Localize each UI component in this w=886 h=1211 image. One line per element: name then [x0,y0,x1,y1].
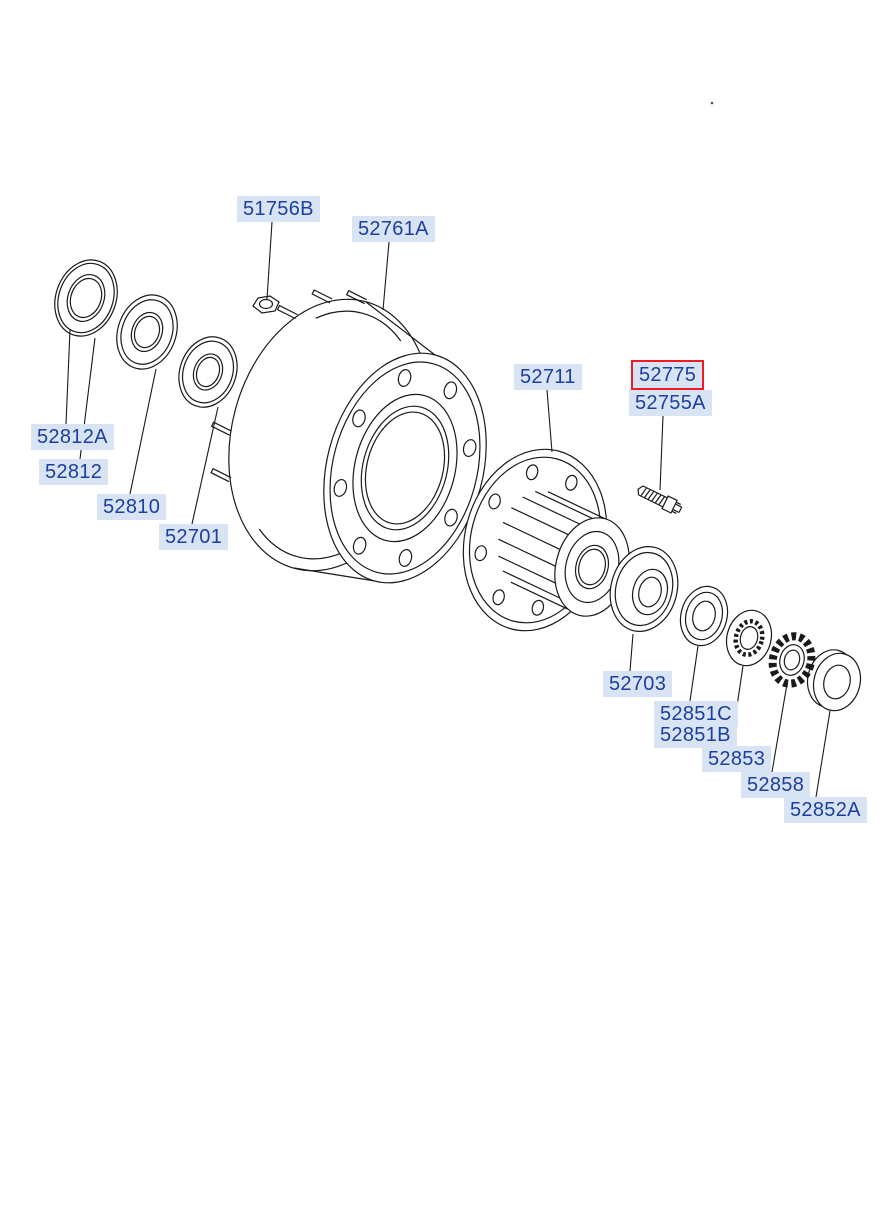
leader-52852A [815,710,831,798]
part-label-52775-selected[interactable]: 52775 [631,360,705,390]
part-label-52858[interactable]: 52858 [741,772,811,798]
leader-52701 [191,406,219,525]
seal-52851-drawing [679,585,729,647]
leader-51756B [266,221,273,300]
leader-52812A [65,329,71,425]
part-label-52810[interactable]: 52810 [97,494,167,520]
leader-52761A [382,241,390,311]
part-label-51756B[interactable]: 51756B [237,196,320,222]
part-label-52703[interactable]: 52703 [603,671,673,697]
leader-52703 [629,633,634,672]
lock-nut-52852A-drawing [806,649,862,712]
part-label-52852A[interactable]: 52852A [784,797,867,823]
leader-52851C [689,645,699,702]
leader-52711 [546,389,553,453]
part-label-52711[interactable]: 52711 [514,364,582,390]
part-label-52701[interactable]: 52701 [159,524,229,550]
hub-nut-51756B-drawing [252,295,280,314]
tooth-washer-52858-drawing [768,632,816,688]
hub-stud-52775-drawing [637,485,683,514]
part-label-52812[interactable]: 52812 [39,459,109,485]
leader-52755A [659,415,664,491]
part-label-52853[interactable]: 52853 [702,746,772,772]
part-label-52755A[interactable]: 52755A [629,390,712,416]
seal-52812-drawing [54,259,118,337]
leader-52858 [771,683,788,773]
bearing-52703-drawing [609,545,679,633]
hub-52711-drawing [462,448,630,632]
part-label-52851B[interactable]: 52851B [654,722,737,748]
bearing-52701-drawing [178,336,238,408]
leader-52810 [129,368,157,495]
part-label-52761A[interactable]: 52761A [352,216,435,242]
brake-drum-52761A-drawing [210,289,487,584]
part-label-52812A[interactable]: 52812A [31,424,114,450]
stray-dot [710,101,714,105]
ring-52810-drawing [116,294,178,370]
lock-washer-52853-drawing [725,609,773,667]
